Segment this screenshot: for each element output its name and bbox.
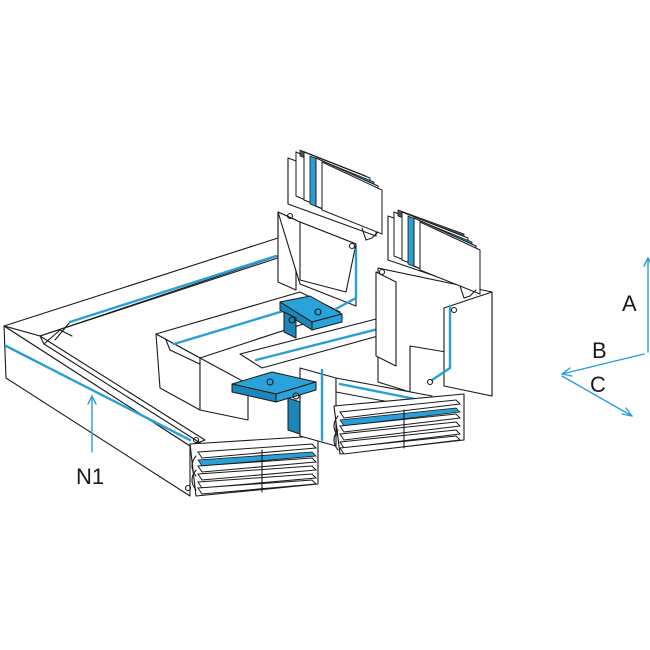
elbow-tower-rear-right	[377, 209, 493, 397]
neutral-conductor-line	[4, 344, 192, 442]
axis-b-label: B	[592, 338, 607, 363]
neutral-callout: N1	[76, 395, 104, 489]
joint-clamp-rear	[279, 295, 343, 339]
busbar-stack-front-left	[189, 435, 319, 497]
elbow-tower-rear-left	[277, 149, 383, 312]
busbar-stack-front-right	[333, 393, 465, 455]
axis-b-arrow	[561, 353, 645, 375]
axis-c-label: C	[590, 372, 606, 397]
axis-a-label: A	[622, 291, 637, 316]
axis-c-arrow	[561, 375, 633, 417]
axis-triad: A B C	[561, 257, 650, 417]
neutral-label: N1	[76, 464, 104, 489]
joint-clamp-front	[231, 371, 317, 435]
left-trunking-run	[3, 211, 297, 497]
